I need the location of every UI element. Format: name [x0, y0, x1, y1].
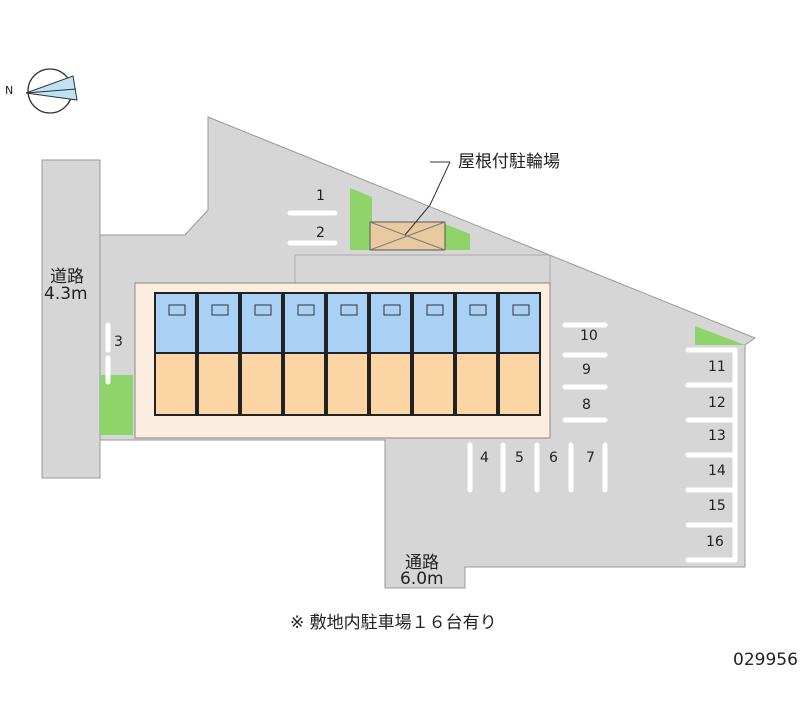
green-area	[350, 188, 372, 250]
unit-lower-floor	[455, 352, 498, 416]
unit-upper-floor	[326, 292, 369, 354]
unit-upper-floor	[369, 292, 412, 354]
unit-lower-floor	[326, 352, 369, 416]
north-label: N	[5, 84, 14, 97]
parking-number: 16	[706, 534, 724, 550]
green-area	[440, 222, 470, 250]
parking-number: 12	[708, 395, 726, 411]
parking-number: 10	[580, 328, 598, 344]
parking-number: 9	[582, 362, 591, 378]
unit-lower-floor	[197, 352, 240, 416]
unit-upper-floor	[240, 292, 283, 354]
parking-number: 14	[708, 463, 726, 479]
parking-number: 7	[586, 450, 595, 466]
unit-lower-floor	[498, 352, 541, 416]
green-area	[695, 326, 745, 345]
parking-number: 1	[316, 188, 325, 204]
road-left	[41, 159, 101, 479]
road-left-name: 道路	[50, 267, 84, 287]
bike-shelter-label: 屋根付駐輪場	[458, 152, 560, 172]
unit-upper-floor	[455, 292, 498, 354]
road-bottom-width: 6.0m	[400, 569, 444, 589]
unit-upper-floor	[498, 292, 541, 354]
unit-upper-floor	[154, 292, 197, 354]
road-left-width: 4.3m	[44, 284, 88, 304]
parking-number: 13	[708, 428, 726, 444]
parking-number: 3	[114, 334, 123, 350]
parking-number: 6	[549, 450, 558, 466]
unit-lower-floor	[412, 352, 455, 416]
parking-number: 15	[708, 498, 726, 514]
unit-lower-floor	[369, 352, 412, 416]
parking-number: 4	[480, 450, 489, 466]
parking-note: ※ 敷地内駐車場１６台有り	[290, 613, 497, 633]
unit-upper-floor	[283, 292, 326, 354]
road-bottom-name: 通路	[405, 553, 439, 573]
unit-upper-floor	[197, 292, 240, 354]
parking-number: 5	[515, 450, 524, 466]
property-code: 029956	[733, 650, 798, 670]
parking-number: 11	[708, 359, 726, 375]
unit-lower-floor	[283, 352, 326, 416]
green-area	[100, 375, 133, 435]
parking-number: 8	[582, 397, 591, 413]
compass-icon	[25, 68, 78, 114]
unit-upper-floor	[412, 292, 455, 354]
unit-lower-floor	[240, 352, 283, 416]
unit-lower-floor	[154, 352, 197, 416]
parking-number: 2	[316, 225, 325, 241]
